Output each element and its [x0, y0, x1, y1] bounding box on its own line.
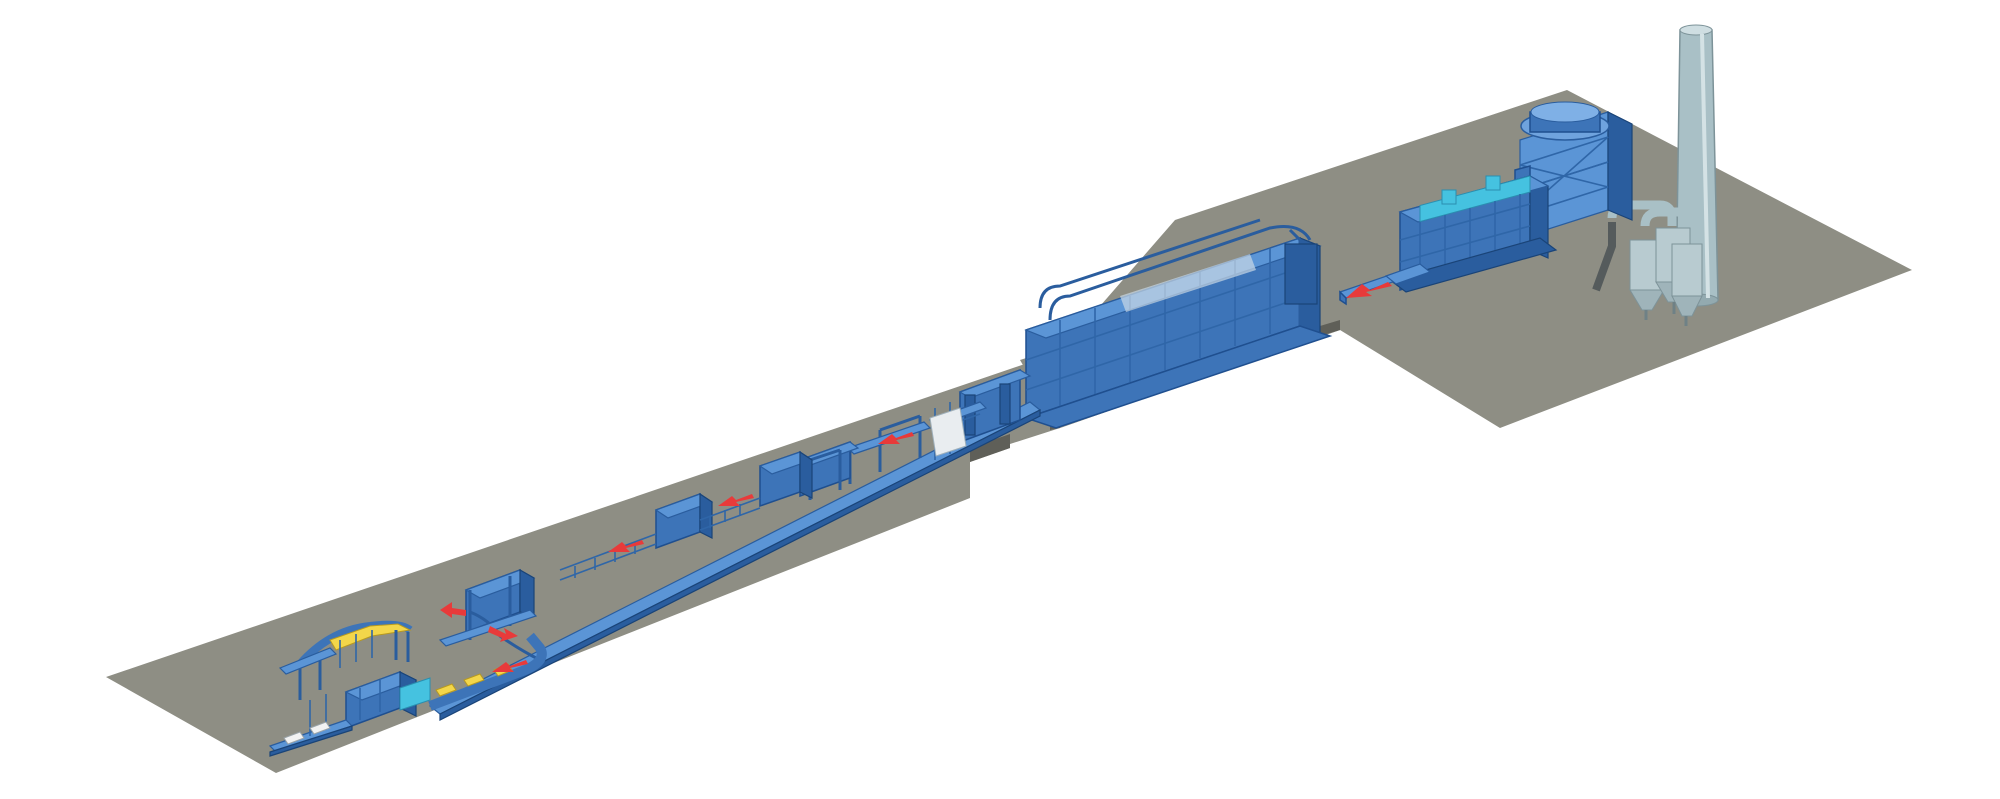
floor-step-shadow-1 [970, 434, 1010, 462]
red-flow-arrow-icon [440, 602, 466, 618]
melting-furnace [1388, 174, 1558, 293]
main-conveyor [428, 401, 1042, 721]
floor-step-shadow-3 [1320, 320, 1340, 336]
red-flow-arrow-icon [488, 626, 518, 642]
curing-oven [1023, 218, 1333, 429]
product-block-white [309, 721, 331, 735]
floor-main-strip [106, 352, 1060, 773]
cyclone-separators [1592, 200, 1703, 326]
product-block-yellow [435, 683, 457, 697]
product-block-yellow [463, 673, 485, 687]
packaging-section [268, 620, 431, 757]
flow-arrows [440, 282, 1392, 672]
product-block-white [283, 731, 305, 745]
forming-section [428, 368, 1032, 711]
red-flow-arrow-icon [718, 494, 754, 506]
red-flow-arrow-icon [608, 540, 644, 552]
red-flow-arrow-icon [492, 660, 528, 672]
red-flow-arrow-icon [1346, 282, 1392, 298]
red-flow-arrow-icon [878, 432, 914, 444]
